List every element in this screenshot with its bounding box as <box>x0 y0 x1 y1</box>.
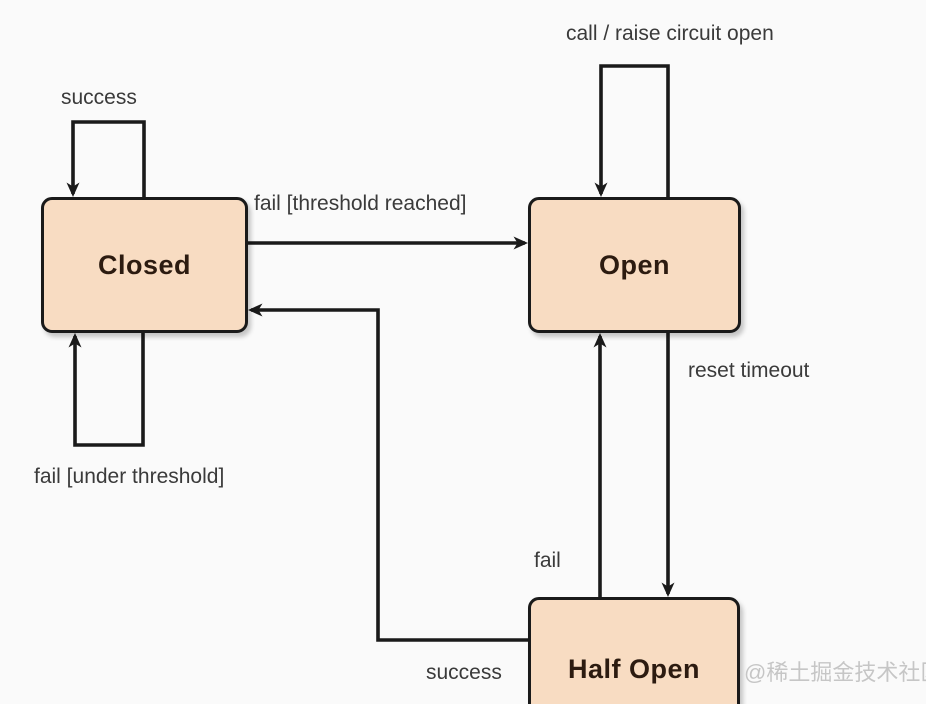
edge-closed-self-success <box>66 120 146 197</box>
transition-label-fail-threshold-reached: fail [threshold reached] <box>254 192 467 215</box>
transition-label-success-return: success <box>426 661 502 684</box>
edge-closed-self-fail <box>68 333 145 447</box>
watermark: @稀土掘金技术社区 <box>744 660 926 685</box>
state-half-open: Half Open <box>528 597 740 704</box>
edge-open-self-call <box>594 64 670 197</box>
state-closed-label: Closed <box>97 249 192 280</box>
state-half-open-label: Half Open <box>567 654 700 684</box>
transition-label-success: success <box>61 86 137 109</box>
state-closed: Closed <box>41 197 248 333</box>
transition-label-reset-timeout: reset timeout <box>688 359 810 382</box>
transition-label-fail-under-threshold: fail [under threshold] <box>34 465 225 488</box>
transition-label-call-raise-circuit-open: call / raise circuit open <box>566 22 774 45</box>
state-open-label: Open <box>598 249 670 280</box>
state-open: Open <box>528 197 741 333</box>
edge-halfopen-to-closed-success <box>248 303 528 642</box>
transition-label-fail: fail <box>534 549 561 572</box>
